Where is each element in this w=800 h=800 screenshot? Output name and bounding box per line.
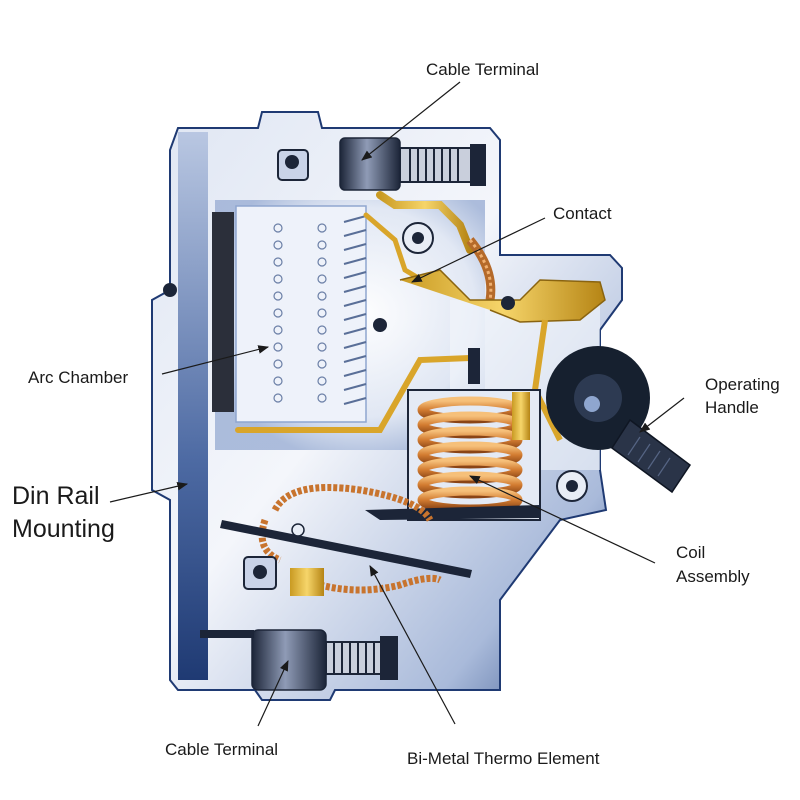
- arc-chamber: [212, 205, 387, 423]
- label-coil-line2: Assembly: [676, 567, 750, 586]
- label-operating-handle-line1: Operating: [705, 375, 780, 394]
- label-arc-chamber: Arc Chamber: [28, 368, 128, 387]
- label-din-rail-line1: Din Rail: [12, 482, 100, 510]
- bimetal-element: [220, 484, 472, 594]
- label-din-rail-line2: Mounting: [12, 515, 115, 543]
- label-cable-terminal-bottom: Cable Terminal: [165, 740, 278, 759]
- leader-bimetal: [369, 565, 456, 725]
- leader-cable-terminal-bottom: [257, 660, 289, 727]
- leader-contact: [411, 217, 546, 283]
- label-operating-handle-line2: Handle: [705, 398, 759, 417]
- leader-arc-chamber: [161, 345, 270, 375]
- top-cable-terminal: [277, 137, 486, 191]
- label-coil-line1: Coil: [676, 543, 705, 562]
- leader-cable-terminal-top: [361, 81, 461, 161]
- label-contact: Contact: [553, 204, 612, 223]
- mounting-hole: [163, 283, 177, 297]
- bottom-cable-terminal: [200, 556, 398, 691]
- leader-coil: [469, 475, 656, 564]
- label-cable-terminal-top: Cable Terminal: [426, 60, 539, 79]
- leader-operating-handle: [639, 397, 685, 433]
- operating-handle: [546, 346, 692, 494]
- leader-lines: [109, 81, 685, 727]
- label-bimetal: Bi-Metal Thermo Element: [407, 749, 600, 768]
- leader-din-rail: [109, 482, 189, 503]
